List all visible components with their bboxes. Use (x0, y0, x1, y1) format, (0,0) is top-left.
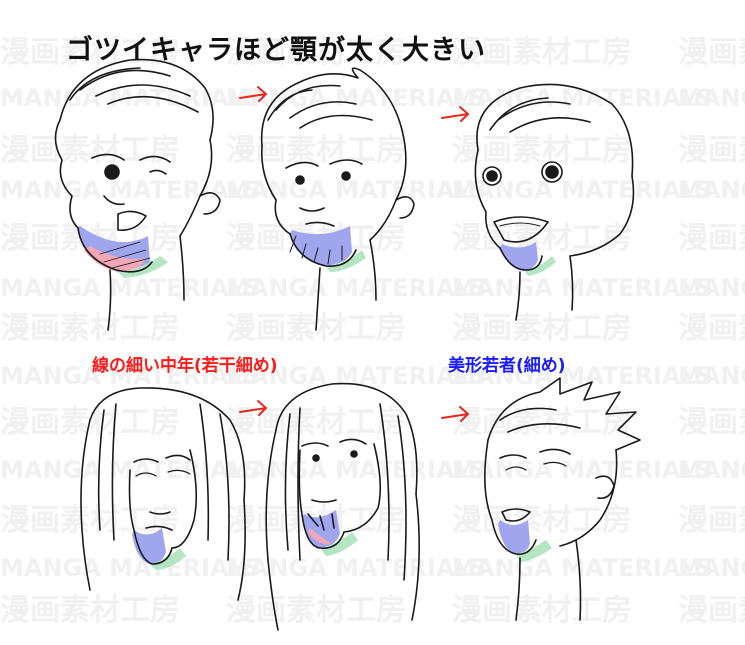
watermark-jp: 漫画素材工房 (0, 35, 180, 70)
watermark-jp: 漫画素材工房 (452, 311, 632, 346)
watermark-en: MANGA MATERIALS (226, 274, 487, 302)
watermark-jp: 漫画素材工房 (452, 405, 632, 440)
watermark-jp: 漫画素材工房 (0, 311, 180, 346)
watermark-jp: 漫画素材工房 (678, 311, 745, 346)
caption-young-man: 美形若者(細め) (448, 356, 566, 376)
watermark-en: MANGA MATERIALS (0, 274, 261, 302)
watermark-en: MANGA MATERIALS (226, 176, 487, 204)
watermark-jp: 漫画素材工房 (452, 503, 632, 538)
watermark-en: MANGA MATERIALS (678, 84, 745, 112)
watermark-en: MANGA MATERIALS (452, 554, 713, 582)
jaw-shading (302, 510, 340, 548)
panel-long-hair-goatee (265, 382, 420, 631)
watermark-jp: 漫画素材工房 (452, 35, 632, 70)
panel-long-hair (80, 387, 246, 601)
watermark-en: MANGA MATERIALS (678, 176, 745, 204)
watermark-en: MANGA MATERIALS (452, 274, 713, 302)
jaw-shading (498, 520, 530, 554)
watermark-en: MANGA MATERIALS (0, 362, 261, 390)
arrow-layer (239, 86, 470, 422)
watermark-en: MANGA MATERIALS (0, 176, 261, 204)
watermark-en: MANGA MATERIALS (678, 456, 745, 484)
watermark-jp: 漫画素材工房 (678, 593, 745, 628)
arrow-icon (441, 106, 470, 122)
watermark-en: MANGA MATERIALS (226, 456, 487, 484)
watermark-jp: 漫画素材工房 (0, 503, 180, 538)
neck-shading (150, 548, 186, 570)
watermark-en: MANGA MATERIALS (452, 84, 713, 112)
arrow-icon (239, 86, 268, 102)
watermark-jp: 漫画素材工房 (452, 133, 632, 168)
watermark-en: MANGA MATERIALS (452, 456, 713, 484)
panel-grin (474, 83, 635, 321)
watermark-jp: 漫画素材工房 (678, 405, 745, 440)
neck-shading (320, 532, 358, 556)
watermark-layer: 漫画素材工房漫画素材工房漫画素材工房漫画素材工房漫画素材工房漫画素材工房漫画素材… (0, 35, 745, 628)
watermark-en: MANGA MATERIALS (226, 554, 487, 582)
watermark-jp: 漫画素材工房 (678, 133, 745, 168)
neck-shading (524, 256, 556, 276)
arrow-icon (441, 406, 470, 422)
watermark-jp: 漫画素材工房 (0, 133, 180, 168)
watermark-en: MANGA MATERIALS (0, 554, 261, 582)
mouth-shading (308, 528, 332, 545)
watermark-jp: 漫画素材工房 (452, 221, 632, 256)
panel-brute (54, 58, 221, 331)
watermark-en: MANGA MATERIALS (226, 362, 487, 390)
panel-spiky-young (484, 377, 641, 621)
watermark-jp: 漫画素材工房 (226, 405, 406, 440)
panel-bearded (260, 67, 415, 331)
neck-shading (516, 540, 552, 562)
watermark-jp: 漫画素材工房 (226, 593, 406, 628)
watermark-en: MANGA MATERIALS (452, 176, 713, 204)
watermark-jp: 漫画素材工房 (678, 503, 745, 538)
watermark-en: MANGA MATERIALS (678, 362, 745, 390)
watermark-en: MANGA MATERIALS (678, 554, 745, 582)
watermark-en: MANGA MATERIALS (226, 84, 487, 112)
arrow-icon (239, 400, 268, 416)
watermark-jp: 漫画素材工房 (678, 35, 745, 70)
watermark-en: MANGA MATERIALS (678, 274, 745, 302)
jaw-shading (132, 528, 166, 564)
watermark-jp: 漫画素材工房 (0, 593, 180, 628)
watermark-jp: 漫画素材工房 (452, 593, 632, 628)
page-title: ゴツイキャラほど顎が太く大きい (66, 35, 486, 66)
watermark-jp: 漫画素材工房 (678, 221, 745, 256)
watermark-jp: 漫画素材工房 (226, 133, 406, 168)
watermark-jp: 漫画素材工房 (226, 35, 406, 70)
jaw-shading (290, 226, 352, 266)
caption-middle-aged: 線の細い中年(若干細め) (92, 356, 278, 376)
